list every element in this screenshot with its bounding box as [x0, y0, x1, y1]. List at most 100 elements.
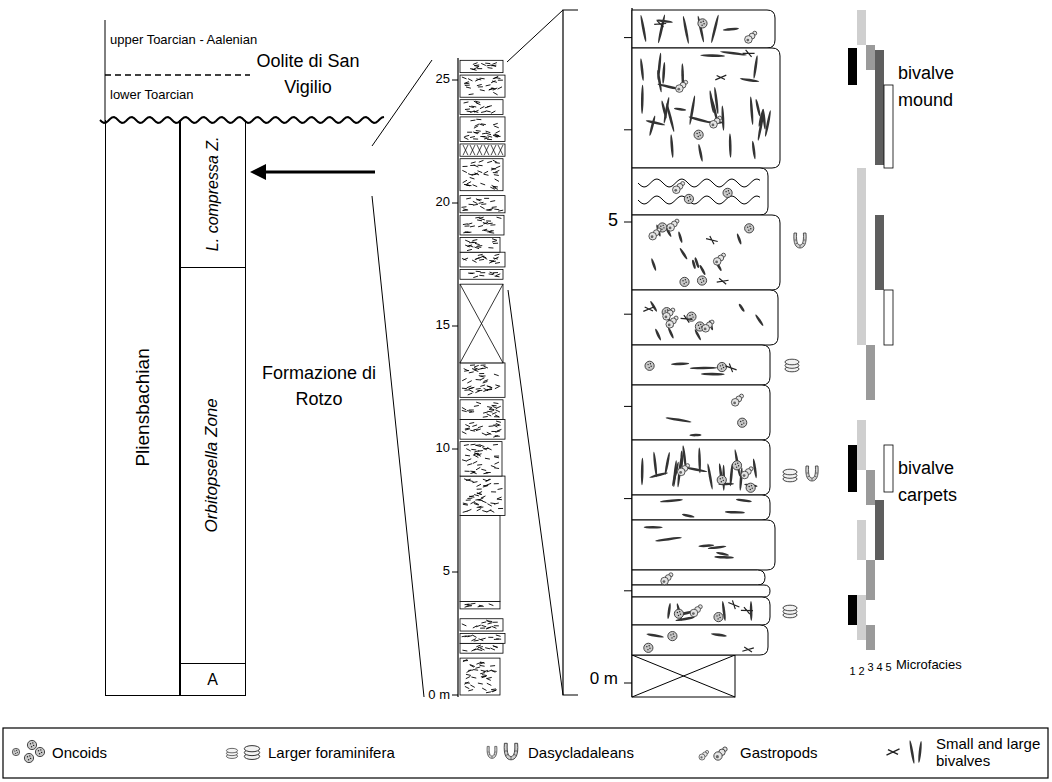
large-bivalve-symbol	[654, 328, 662, 341]
bivalve-dash	[493, 123, 498, 125]
bivalve-dash	[474, 64, 479, 66]
large-bivalve-symbol	[749, 96, 754, 125]
bivalve-dash	[487, 448, 492, 450]
bivalve-dash	[475, 124, 479, 126]
bivalve-dash	[474, 173, 479, 175]
bivalve-dash	[480, 136, 485, 137]
oncoid-dot	[39, 753, 40, 754]
bivalve-dash	[473, 204, 478, 206]
bivalve-dash	[489, 425, 494, 426]
bivalve-dash	[472, 472, 477, 474]
small-bivalve-symbol	[743, 50, 755, 57]
foraminifera-symbol	[783, 605, 797, 618]
log-bed	[460, 75, 505, 97]
oncoid-dot	[648, 645, 649, 646]
detail-bed	[632, 520, 775, 570]
oncoid-body	[717, 475, 726, 484]
oncoid-dot	[646, 646, 647, 647]
axis-title: Microfacies	[896, 658, 962, 673]
log-bed	[460, 400, 503, 420]
bivalve-dash	[495, 386, 499, 388]
large-bivalve-symbol	[664, 452, 671, 475]
bivalve-dash	[476, 467, 480, 469]
bivalve-dash	[486, 111, 491, 112]
zone-band: Orbitopsella Zone	[179, 267, 246, 664]
dasycladalean-symbol	[504, 743, 518, 760]
large-bivalve-symbol	[677, 231, 683, 243]
bivalve-dash	[483, 412, 488, 413]
bivalve-dash	[482, 511, 487, 512]
bivalve-dash	[487, 386, 492, 388]
oncoid-dot	[748, 229, 749, 230]
bivalve-dash	[468, 670, 473, 671]
bivalve-dash	[480, 78, 485, 80]
bivalve-dash	[477, 649, 482, 650]
bivalve-dash	[467, 223, 472, 224]
bivalve-dash	[494, 257, 498, 259]
oncoid-dot	[665, 310, 666, 311]
bivalve-dash	[487, 627, 492, 629]
bivalve-dash	[470, 364, 475, 365]
bivalve-dash	[492, 206, 497, 208]
large-bivalve-symbol	[680, 451, 683, 468]
oncoid-dot	[742, 420, 743, 421]
bivalve-dash	[465, 225, 470, 226]
log-hatch	[491, 145, 496, 155]
bivalve-dash	[481, 676, 486, 678]
foraminifera-chamber	[244, 746, 259, 752]
bivalve-dash	[464, 369, 469, 371]
bivalve-dash	[487, 510, 492, 512]
gastropod-aperture	[700, 756, 702, 758]
oncoid-dot	[671, 637, 672, 638]
bivalve-dash	[496, 166, 501, 168]
oncoid-dot	[750, 228, 751, 229]
detail-bed	[632, 597, 770, 625]
large-bivalve-symbol	[740, 77, 760, 83]
bivalve-dash	[495, 435, 500, 437]
bivalve-dash	[477, 390, 482, 391]
bivalve-dash	[465, 606, 470, 608]
large-bivalve-symbol	[682, 16, 690, 44]
bivalve-dash	[497, 217, 502, 218]
bivalve-dash	[477, 508, 481, 510]
oncoid-dot	[14, 750, 15, 751]
large-bivalve-symbol	[689, 434, 701, 437]
bivalve-dash	[478, 171, 483, 173]
bivalve-dash	[468, 690, 473, 691]
bivalve-dash	[486, 133, 491, 134]
bivalve-dash	[488, 623, 493, 624]
dasycladalean-pore	[812, 478, 813, 480]
oncoid-symbol	[745, 224, 754, 233]
gastropod-symbol	[666, 316, 678, 328]
small-bivalve-symbol	[680, 315, 693, 323]
detail-bed	[632, 215, 780, 290]
gastropod-whorl	[676, 85, 684, 93]
unit-name: A	[207, 671, 218, 689]
legend-panel	[3, 728, 1048, 778]
gastropod-aperture	[651, 235, 654, 238]
oncoid-symbol	[12, 748, 19, 755]
small-bivalve-shell	[741, 607, 753, 614]
microfacies-bar	[857, 595, 866, 640]
stage-boundary-dashed	[105, 74, 250, 75]
oncoid-dot	[698, 136, 699, 137]
log-hatch	[477, 145, 482, 155]
bivalve-dash	[496, 421, 501, 422]
log-bed	[460, 269, 503, 279]
bivalve-dash	[482, 688, 486, 690]
log-tick	[452, 695, 458, 696]
small-bivalve-shell	[727, 599, 741, 610]
gastropod-aperture	[743, 474, 746, 477]
gastropod-symbol	[649, 228, 661, 240]
small-bivalve-shell	[741, 644, 754, 654]
dasycladalean-symbol	[794, 233, 806, 248]
bivalve-dash	[480, 662, 485, 663]
large-bivalve-symbol	[656, 70, 662, 93]
bivalve-dash	[474, 173, 479, 175]
oncoid-dot	[721, 368, 722, 369]
oncoid-symbol	[680, 277, 689, 286]
bivalve-dash	[480, 272, 485, 273]
bivalve-dash	[493, 406, 498, 408]
bivalve-dash	[473, 63, 478, 65]
bivalve-dash	[495, 254, 500, 255]
